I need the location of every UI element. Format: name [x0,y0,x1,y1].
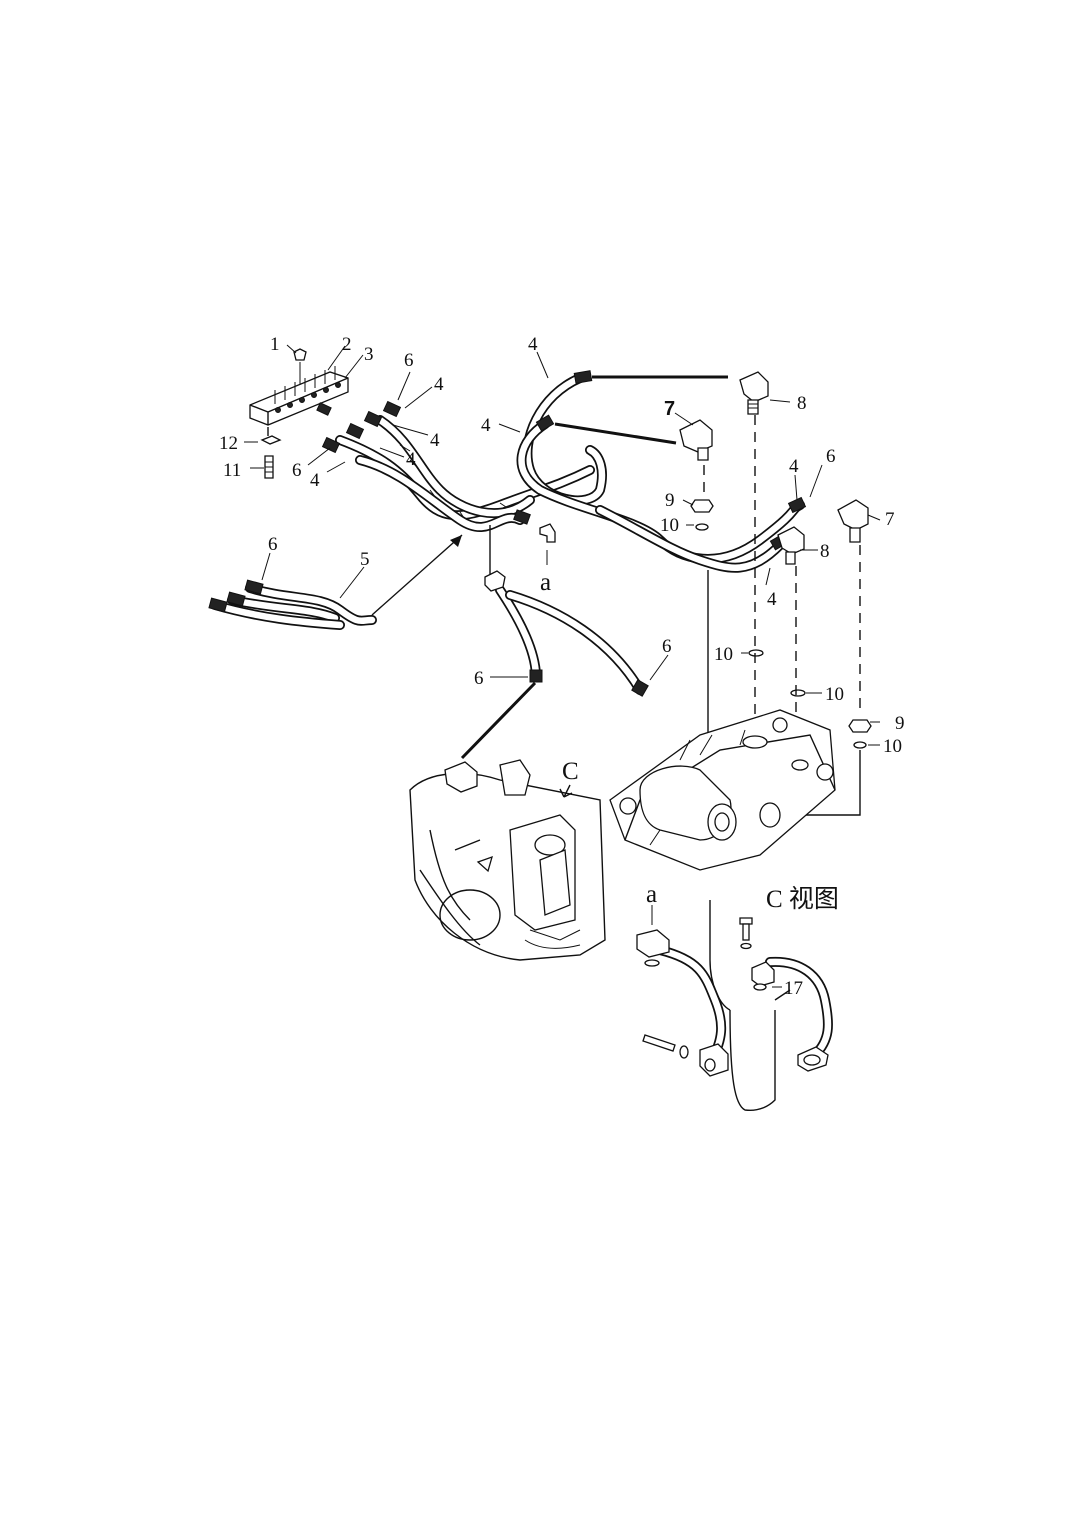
callout-7a: 7 [664,398,675,420]
callout-10d: 10 [883,736,902,757]
callout-17: 17 [784,978,803,999]
callout-10c: 10 [825,684,844,705]
long-hoses [516,370,807,573]
callout-9a: 9 [665,490,675,511]
callout-6d: 6 [268,534,278,555]
callout-3: 3 [364,344,374,365]
valve-body [609,709,836,871]
callout-6b: 6 [292,460,302,481]
callout-6e: 6 [474,668,484,689]
callout-12: 12 [219,433,238,454]
view-c-detail [636,900,833,1112]
callout-4a: 4 [434,374,444,395]
view-c-title: C 视图 [766,885,839,913]
callout-4e: 4 [528,334,538,355]
callout-4c: 4 [406,449,416,470]
callout-8a: 8 [797,393,807,414]
hoses-lower [460,525,649,760]
callout-7b: 7 [885,509,895,530]
callout-4f: 4 [481,415,491,436]
callout-4d: 4 [310,470,320,491]
callout-4b: 4 [430,430,440,451]
leader-lines [244,344,881,988]
callout-6f: 6 [662,636,672,657]
hose-bundle-5 [208,534,463,630]
letter-a-lower: a [646,881,657,908]
callout-8b: 8 [820,541,830,562]
callout-9b: 9 [895,713,905,734]
distribution-manifold [249,348,349,479]
callout-4h: 4 [767,589,777,610]
hose-harness-upper [316,400,595,543]
letter-a-upper: a [540,569,551,596]
callout-1: 1 [270,334,280,355]
callout-6a: 6 [404,350,414,371]
callout-11: 11 [223,460,241,481]
callout-10b: 10 [714,644,733,665]
callout-4g: 4 [789,456,799,477]
callout-10a: 10 [660,515,679,536]
callout-5: 5 [360,549,370,570]
engine-assembly [409,759,606,961]
callout-6c: 6 [826,446,836,467]
callout-2: 2 [342,334,352,355]
callout-labels: 1 2 3 6 4 4 4 6 4 12 11 4 4 7 8 4 6 7 8 … [219,334,905,999]
letter-c: C [562,758,579,785]
